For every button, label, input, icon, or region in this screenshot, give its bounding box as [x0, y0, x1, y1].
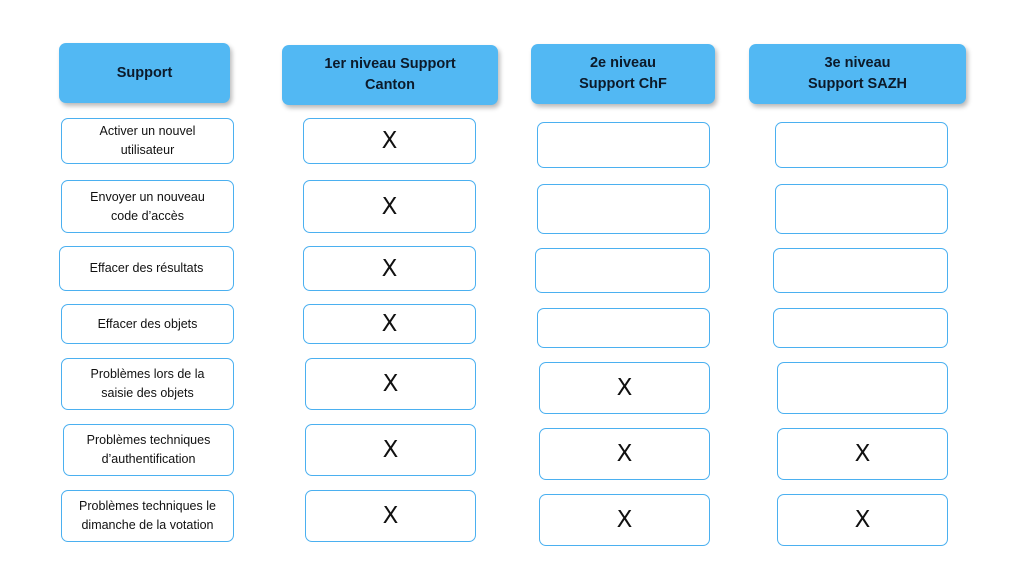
- mark-x: X: [381, 255, 398, 282]
- task-label: Effacer des résultats: [89, 261, 204, 275]
- mark-x: X: [854, 441, 871, 467]
- task-cell: Effacer des résultats: [59, 246, 234, 291]
- header-level-2: 2e niveau Support ChF: [531, 44, 715, 104]
- task-label: Problèmes techniques le dimanche de la v…: [79, 499, 216, 532]
- header-support: Support: [59, 43, 230, 103]
- level3-cell: [773, 248, 948, 293]
- level2-cell: X: [539, 428, 710, 480]
- level1-cell: X: [303, 180, 476, 233]
- task-label: Effacer des objets: [97, 316, 198, 331]
- mark-x: X: [381, 128, 398, 154]
- level3-cell: [775, 184, 948, 234]
- level2-cell: X: [539, 362, 710, 414]
- level3-cell: [775, 122, 948, 168]
- task-label: Problèmes techniques d’authentification: [86, 433, 211, 466]
- level1-cell: X: [305, 358, 476, 410]
- mark-x: X: [381, 193, 398, 220]
- level3-cell: X: [777, 494, 948, 546]
- level3-cell: X: [777, 428, 948, 480]
- level2-cell: [537, 122, 710, 168]
- mark-x: X: [616, 507, 633, 533]
- mark-x: X: [381, 311, 398, 337]
- mark-x: X: [382, 503, 399, 529]
- mark-x: X: [854, 507, 871, 533]
- level1-cell: X: [305, 424, 476, 476]
- level1-cell: X: [303, 118, 476, 164]
- task-cell: Envoyer un nouveau code d’accès: [61, 180, 234, 233]
- task-label: Problèmes lors de la saisie des objets: [90, 367, 205, 400]
- level2-cell: [537, 308, 710, 348]
- task-cell: Activer un nouvel utilisateur: [61, 118, 234, 164]
- task-cell: Problèmes techniques le dimanche de la v…: [61, 490, 234, 542]
- mark-x: X: [616, 375, 633, 401]
- header-level-1: 1er niveau Support Canton: [282, 45, 498, 105]
- task-cell: Effacer des objets: [61, 304, 234, 344]
- mark-x: X: [382, 437, 399, 463]
- level1-cell: X: [305, 490, 476, 542]
- mark-x: X: [382, 371, 399, 397]
- task-label: Activer un nouvel utilisateur: [99, 124, 196, 157]
- level3-cell: [773, 308, 948, 348]
- level1-cell: X: [303, 304, 476, 344]
- level2-cell: X: [539, 494, 710, 546]
- task-label: Envoyer un nouveau code d’accès: [90, 189, 205, 223]
- level2-cell: [537, 184, 710, 234]
- level1-cell: X: [303, 246, 476, 291]
- header-level-3: 3e niveau Support SAZH: [749, 44, 966, 104]
- level3-cell: [777, 362, 948, 414]
- task-cell: Problèmes techniques d’authentification: [63, 424, 234, 476]
- task-cell: Problèmes lors de la saisie des objets: [61, 358, 234, 410]
- level2-cell: [535, 248, 710, 293]
- mark-x: X: [616, 441, 633, 467]
